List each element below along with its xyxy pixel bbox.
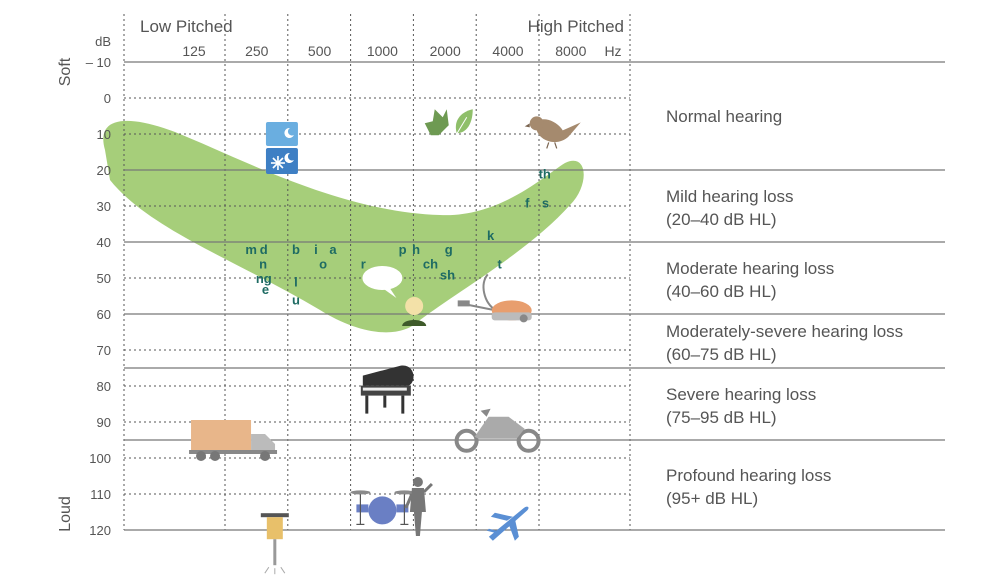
hearing-band-label: Mild hearing loss <box>666 187 794 206</box>
leaves-icon <box>424 109 473 138</box>
speech-sound-letter: ng <box>256 271 272 286</box>
y-bottom-word: Loud <box>57 496 74 532</box>
header-low-pitched: Low Pitched <box>140 17 233 36</box>
db-tick-label: 40 <box>97 235 111 250</box>
speech-sound-letter: k <box>487 228 495 243</box>
hearing-band-range: (60–75 dB HL) <box>666 345 777 364</box>
person-icon <box>402 297 427 326</box>
db-tick-label: 0 <box>104 91 111 106</box>
truck-icon <box>189 420 278 461</box>
db-tick-label: – 10 <box>86 55 111 70</box>
frequency-tick-label: 8000 <box>555 43 586 59</box>
speech-sound-letter: u <box>292 293 300 308</box>
speech-sound-letter: h <box>412 242 420 257</box>
speech-bubble-icon <box>362 266 403 298</box>
hearing-band-range: (40–60 dB HL) <box>666 282 777 301</box>
hearing-band-range: (20–40 dB HL) <box>666 210 777 229</box>
db-tick-label: 80 <box>97 379 111 394</box>
speech-sound-letter: l <box>294 275 298 290</box>
hearing-band-range: (95+ dB HL) <box>666 489 758 508</box>
speech-sound-letter: m <box>245 242 257 257</box>
speech-banana-area <box>103 120 584 333</box>
frequency-tick-label: 500 <box>308 43 332 59</box>
y-top-word: Soft <box>57 57 74 86</box>
speech-sound-letter: r <box>361 257 366 272</box>
db-tick-labels: – 10 0 10 20 30 40 50 60 70 80 90 100 110 120 <box>86 55 111 538</box>
speech-sound-letter: ch <box>423 257 438 272</box>
db-tick-label: 100 <box>89 451 111 466</box>
airplane-icon <box>486 506 529 541</box>
x-unit-label: Hz <box>604 43 621 59</box>
hearing-band-label: Normal hearing <box>666 107 782 126</box>
hearing-band-label: Severe hearing loss <box>666 385 816 404</box>
speech-sound-letter: th <box>539 167 551 182</box>
hearing-band-range: (75–95 dB HL) <box>666 408 777 427</box>
hearing-band-label: Profound hearing loss <box>666 466 831 485</box>
band-divider-lines <box>124 61 945 531</box>
speech-sound-letter: a <box>329 242 337 257</box>
speech-sound-letter: d <box>260 242 268 257</box>
db-tick-label: 110 <box>90 487 111 502</box>
y-unit-label: dB <box>95 34 111 49</box>
speech-sound-letter: b <box>292 242 300 257</box>
hearing-band-label: Moderately-severe hearing loss <box>666 322 903 341</box>
speech-sound-letter: t <box>498 257 503 272</box>
db-tick-label: 30 <box>97 199 111 214</box>
speech-sound-letter: s <box>542 195 549 210</box>
motorcycle-icon <box>454 408 541 453</box>
db-tick-label: 90 <box>97 415 111 430</box>
frequency-tick-labels: 125 250 500 1000 2000 4000 8000 <box>182 43 586 59</box>
speech-sound-letter: i <box>314 242 318 257</box>
clock-icon <box>265 122 298 174</box>
piano-icon <box>360 365 414 414</box>
frequency-tick-label: 250 <box>245 43 269 59</box>
speech-sound-letter: sh <box>440 267 455 282</box>
db-tick-label: 50 <box>97 271 111 286</box>
frequency-tick-label: 125 <box>182 43 206 59</box>
drums-icon <box>350 490 415 525</box>
db-tick-label: 60 <box>97 307 111 322</box>
frequency-tick-label: 4000 <box>492 43 523 59</box>
db-tick-label: 70 <box>97 343 111 358</box>
db-tick-label: 120 <box>89 523 111 538</box>
db-tick-label: 20 <box>97 163 111 178</box>
frequency-tick-label: 1000 <box>367 43 398 59</box>
speech-sound-letter: n <box>259 257 267 272</box>
hearing-band-label: Moderate hearing loss <box>666 259 834 278</box>
speech-sound-letter: f <box>525 195 530 210</box>
frequency-tick-label: 2000 <box>430 43 461 59</box>
vacuum-icon <box>457 273 532 323</box>
bird-icon <box>524 116 581 149</box>
singer-icon <box>404 477 433 536</box>
jackhammer-icon <box>260 513 289 575</box>
db-tick-label: 10 <box>97 127 111 142</box>
speech-sound-letter: g <box>445 242 453 257</box>
speech-sound-letter: o <box>319 257 327 272</box>
speech-sound-letter: e <box>262 282 269 297</box>
header-high-pitched: High Pitched <box>528 17 624 36</box>
speech-sound-letter: p <box>399 242 407 257</box>
